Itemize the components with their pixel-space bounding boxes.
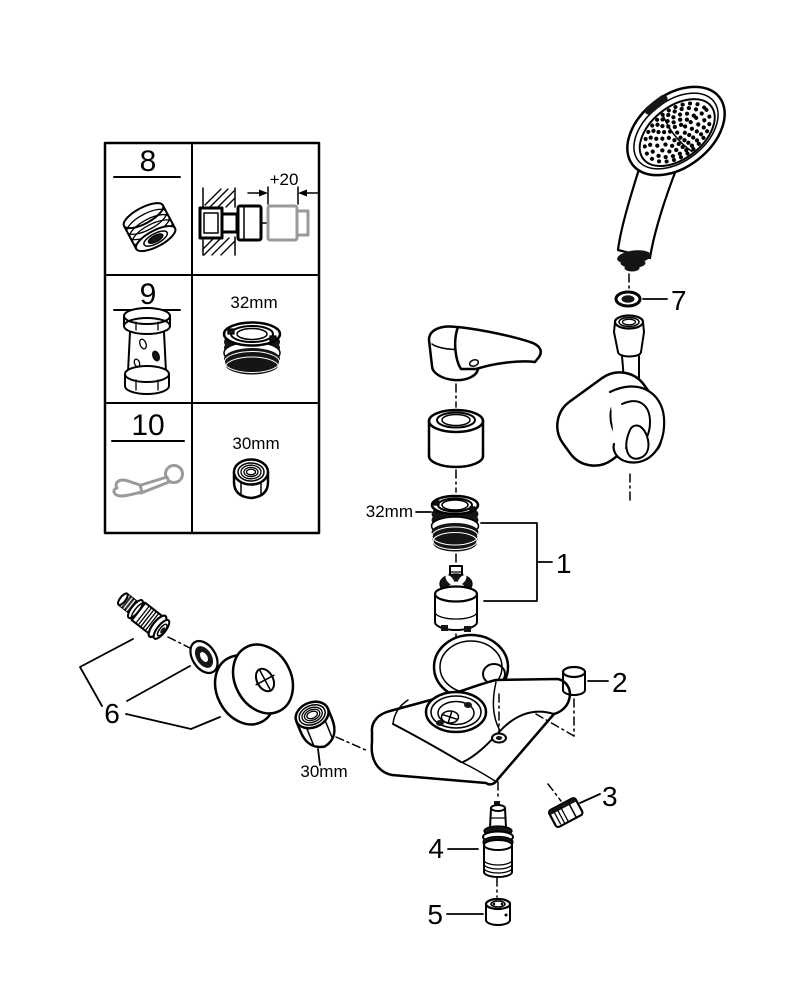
axis-plug-diagonal xyxy=(535,713,575,737)
hose-connector xyxy=(613,314,645,358)
holder-hook-tip xyxy=(625,424,650,460)
callout-5-label: 5 xyxy=(427,899,443,930)
cartridge xyxy=(433,565,479,632)
parts-table: 8 xyxy=(103,141,321,535)
callout-6-leaders xyxy=(79,638,221,730)
table-border xyxy=(103,141,321,535)
axis-union-to-washer xyxy=(167,636,193,650)
handle-cap xyxy=(427,408,485,469)
plug xyxy=(561,665,587,696)
callout-6-label: 6 xyxy=(104,698,120,729)
wall-holder xyxy=(556,371,666,467)
dim-arrow-left xyxy=(259,189,268,197)
socket-tool-drawing xyxy=(123,307,171,395)
dim-arrow-right xyxy=(298,189,307,197)
hand-shower xyxy=(616,85,726,272)
seal-washer xyxy=(189,639,219,675)
hose-washer xyxy=(614,290,642,308)
cartridge-seat xyxy=(424,690,488,734)
callout-4-label: 4 xyxy=(428,833,444,864)
extension-piece xyxy=(266,204,299,242)
grohe-logo-band xyxy=(644,94,668,115)
lever-arm xyxy=(453,325,542,371)
dim-32mm-table-label: 32mm xyxy=(230,293,277,312)
lever-handle xyxy=(427,325,542,382)
adapter-ring-drawing xyxy=(222,321,282,378)
shower-head xyxy=(626,85,726,177)
wall-hatching xyxy=(202,188,236,256)
axis-nut-to-body xyxy=(335,736,369,752)
table-number-8: 8 xyxy=(140,145,157,178)
callout-7-label: 7 xyxy=(671,285,687,316)
callout-3-label: 3 xyxy=(602,781,618,812)
diverter-knob xyxy=(548,797,584,829)
s-union xyxy=(117,592,171,640)
callout-1-bracket xyxy=(480,522,553,602)
spray-divider-line xyxy=(661,112,693,153)
wall-install-diagram: +20 xyxy=(198,170,319,256)
dim-32mm-label: 32mm xyxy=(366,502,413,521)
retaining-collar xyxy=(430,494,480,552)
diverter-cartridge xyxy=(482,801,514,878)
axis-body-to-knob xyxy=(547,783,562,802)
wrench-drawing xyxy=(112,464,184,498)
holder-hook xyxy=(608,385,666,464)
dim-30mm-table-label: 30mm xyxy=(232,434,279,453)
check-valve xyxy=(484,897,512,926)
dim-30mm-leader xyxy=(317,748,321,766)
hex-nut-drawing xyxy=(232,458,270,500)
union-adapter-drawing xyxy=(122,202,177,253)
callout-3-leader xyxy=(579,793,601,804)
faucet-body xyxy=(370,633,572,786)
table-number-10: 10 xyxy=(131,409,164,442)
dim-plus20-label: +20 xyxy=(270,170,299,189)
table-number-9: 9 xyxy=(140,278,157,311)
union-nut xyxy=(294,700,336,749)
dim-30mm-label: 30mm xyxy=(300,762,347,781)
callout-1-label: 1 xyxy=(556,548,572,579)
escutcheon xyxy=(213,643,295,726)
callout-2-label: 2 xyxy=(612,667,628,698)
